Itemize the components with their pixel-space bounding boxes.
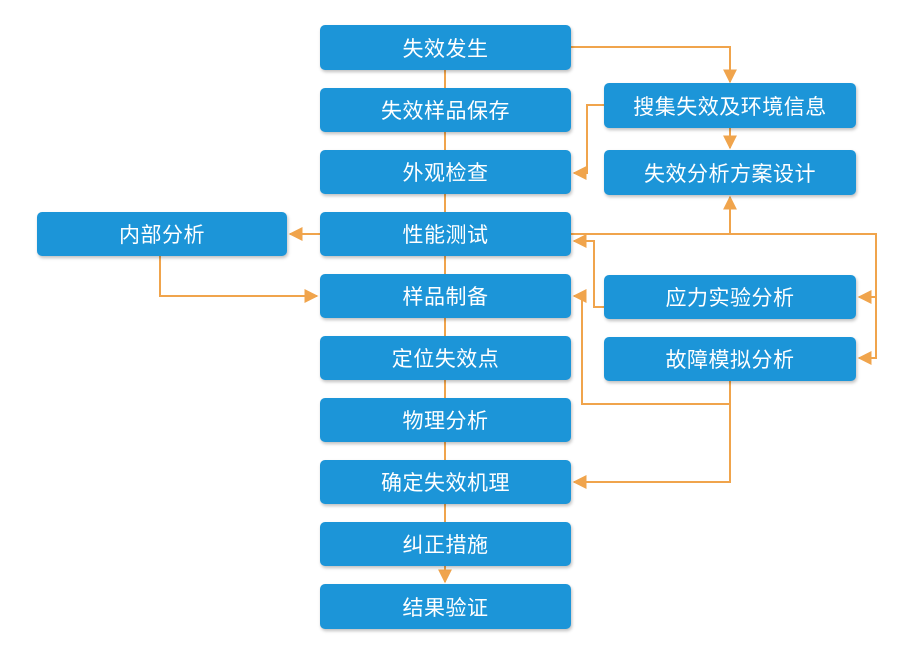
- connector-internal-to-prep: [159, 256, 319, 303]
- connector-perf-to-plan: [571, 195, 737, 235]
- node-locate-failure-point: 定位失效点: [320, 336, 571, 380]
- node-visual-inspection: 外观检查: [320, 150, 571, 194]
- node-physical-analysis: 物理分析: [320, 398, 571, 442]
- connector-fault-to-mechanism: [572, 404, 731, 489]
- connector-fault-to-prep: [572, 289, 731, 405]
- node-sample-preparation: 样品制备: [320, 274, 571, 318]
- node-result-verification: 结果验证: [320, 584, 571, 629]
- node-performance-test: 性能测试: [320, 212, 571, 256]
- connector-stress-to-perf: [572, 234, 604, 308]
- node-corrective-measures: 纠正措施: [320, 522, 571, 566]
- node-analysis-plan-design: 失效分析方案设计: [604, 150, 856, 195]
- node-determine-mechanism: 确定失效机理: [320, 460, 571, 504]
- connector-to-collect-info: [571, 46, 737, 84]
- node-stress-test-analysis: 应力实验分析: [604, 275, 856, 319]
- node-sample-preservation: 失效样品保存: [320, 88, 571, 132]
- node-collect-info: 搜集失效及环境信息: [604, 83, 856, 128]
- connector-collect-to-visual: [572, 104, 604, 180]
- node-fault-simulation-analysis: 故障模拟分析: [604, 337, 856, 381]
- node-failure-occurs: 失效发生: [320, 25, 571, 70]
- node-internal-analysis: 内部分析: [37, 212, 287, 256]
